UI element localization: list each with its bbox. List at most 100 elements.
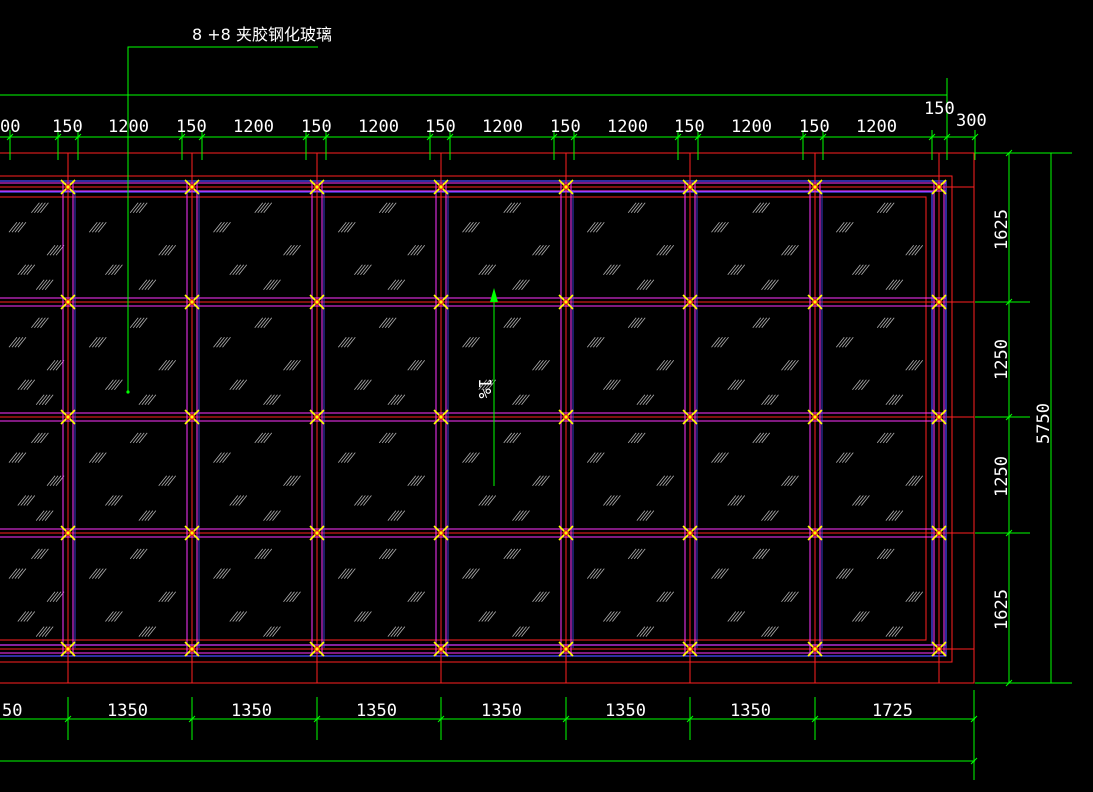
glass-hatch-stroke [44,626,54,637]
glass-hatch-stroke [512,510,521,521]
glass-hatch-stroke [257,548,267,560]
glass-hatch-stroke [41,510,51,521]
glass-hatch-stroke [147,279,157,290]
glass-hatch-stroke [88,568,98,579]
glass-hatch-stroke [532,245,541,256]
glass-hatch-stroke [586,568,596,579]
glass-hatch-stroke [855,611,864,622]
glass-hatch-stroke [111,611,120,622]
glass-hatch-stroke [888,279,898,290]
glass-hatch-stroke [354,611,363,622]
glass-hatch-stroke [390,626,400,637]
glass-hatch-stroke [272,279,281,290]
glass-hatch-stroke [17,337,27,348]
glass-hatch-stroke [589,452,599,463]
glass-hatch-stroke [88,222,98,233]
glass-hatch-stroke [337,337,347,348]
glass-hatch-stroke [286,591,295,603]
node-cross [931,294,947,310]
glass-hatch-stroke [589,222,599,233]
glass-hatch-stroke [357,611,366,622]
glass-hatch-stroke [396,510,406,521]
outer-frame [0,152,975,684]
glass-hatch-stroke [384,432,394,444]
glass-hatch-stroke [589,337,599,348]
glass-hatch-stroke [158,360,168,371]
node-centre [189,414,195,420]
glass-hatch-stroke [630,548,640,560]
glass-hatch-stroke [885,510,895,521]
glass-hatch-stroke [538,360,547,371]
glass-hatch-stroke [730,611,740,622]
glass-hatch-stroke [97,452,107,463]
glass-hatch-stroke [535,475,544,487]
node-cross [558,525,574,541]
glass-hatch-stroke [882,202,892,213]
glass-hatch-stroke [717,568,726,579]
glass-hatch-stroke [606,264,615,276]
glass-hatch-stroke [263,394,272,405]
glass-hatch-stroke [387,510,397,521]
glass-hatch-stroke [761,279,770,290]
glass-hatch-stroke [767,510,776,521]
glass-hatch-stroke [17,452,27,463]
glass-hatch-stroke [289,245,298,256]
top-dim-tick [570,133,578,141]
glass-hatch-stroke [387,202,397,213]
glass-hatch-stroke [34,202,43,213]
glass-hatch-stroke [35,626,45,637]
glass-hatch-stroke [509,317,519,328]
glass-hatch-stroke [8,568,18,579]
glass-hatch-stroke [141,626,151,637]
glass-hatch-stroke [272,394,281,405]
glass-hatch-stroke [108,611,117,622]
glass-hatch-stroke [487,264,497,276]
glass-hatch-stroke [114,379,123,391]
glass-hatch-stroke [158,475,168,487]
top-dim-tick [178,133,186,141]
glass-hatch-stroke [26,264,36,276]
glass-hatch-stroke [396,626,406,637]
top-dim-text: 1200 [233,117,274,137]
node-cross [807,525,823,541]
glass-hatch-stroke [11,568,21,579]
glass-hatch-stroke [416,591,426,603]
glass-hatch-stroke [363,611,372,622]
glass-hatch-stroke [885,432,895,444]
top-dim-text: 150 [52,117,83,137]
glass-hatch-stroke [14,337,24,348]
glass-hatch-stroke [257,432,267,444]
glass-hatch-stroke [216,568,225,579]
glass-hatch-stroke [767,626,776,637]
glass-hatch-stroke [132,548,142,560]
node-centre [563,414,569,420]
glass-hatch-stroke [219,452,228,463]
right-dim-text: 1250 [992,456,1012,497]
glass-hatch-stroke [26,611,36,622]
glass-hatch-stroke [23,611,33,622]
glass-hatch-stroke [17,379,27,391]
glass-hatch-stroke [645,279,655,290]
glass-hatch-stroke [462,337,471,348]
node-centre [314,414,320,420]
glass-hatch-stroke [94,452,104,463]
glass-hatch-stroke [755,548,765,560]
node-centre [687,184,693,190]
glass-hatch-stroke [471,337,480,348]
glass-hatch-stroke [164,475,174,487]
glass-hatch-stroke [44,394,54,405]
glass-hatch-stroke [606,379,615,391]
glass-hatch-stroke [512,317,522,328]
glass-hatch-stroke [478,495,488,506]
glass-hatch-stroke [31,202,40,213]
glass-hatch-stroke [235,495,245,506]
glass-hatch-stroke [46,360,56,371]
glass-hatch-stroke [711,568,720,579]
glass-hatch-stroke [147,394,157,405]
node-centre [812,646,818,652]
glass-hatch-stroke [141,394,151,405]
glass-hatch-stroke [129,548,139,560]
glass-hatch-stroke [360,611,369,622]
